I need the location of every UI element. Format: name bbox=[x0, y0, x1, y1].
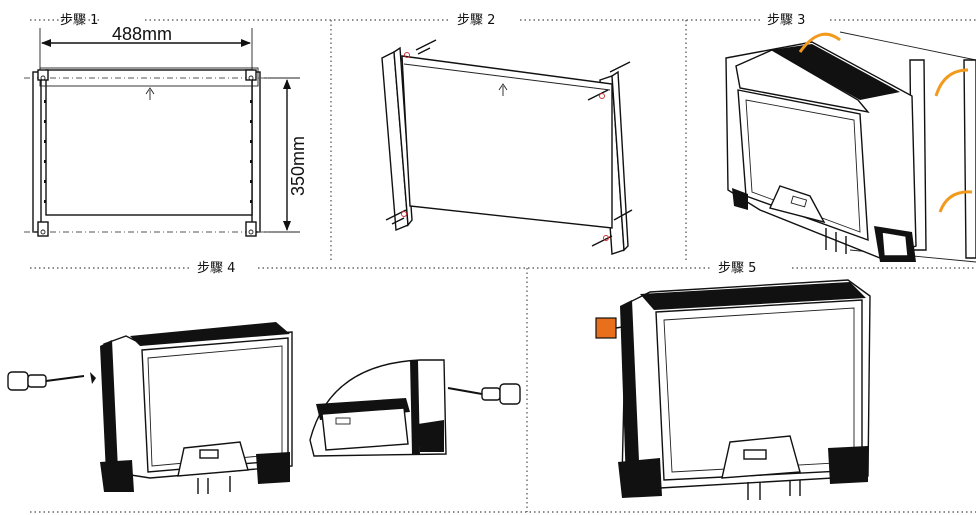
height-dimension-label: 350mm bbox=[288, 136, 308, 196]
screw-icon bbox=[385, 39, 633, 247]
step-5-label: 步驟 5 bbox=[718, 261, 756, 276]
screwdriver-icon bbox=[7, 371, 96, 391]
width-dimension-label: 488mm bbox=[112, 24, 172, 44]
step-5-completed-drawing bbox=[595, 279, 871, 500]
step-1-bracket-drawing bbox=[24, 28, 300, 237]
step-2-bracket-mounting-drawing bbox=[381, 39, 633, 255]
step-1-label: 步驟 1 bbox=[60, 13, 98, 28]
step-4-label: 步驟 4 bbox=[197, 261, 235, 276]
panel-separators bbox=[30, 19, 976, 513]
step-3-label: 步驟 3 bbox=[767, 13, 805, 28]
connector-plug-icon bbox=[595, 317, 617, 339]
step-3-hang-inverter-drawing bbox=[725, 31, 976, 263]
screwdriver-icon bbox=[447, 383, 521, 405]
step-4-fix-screw-drawing bbox=[7, 322, 521, 494]
step-2-label: 步驟 2 bbox=[457, 13, 495, 28]
